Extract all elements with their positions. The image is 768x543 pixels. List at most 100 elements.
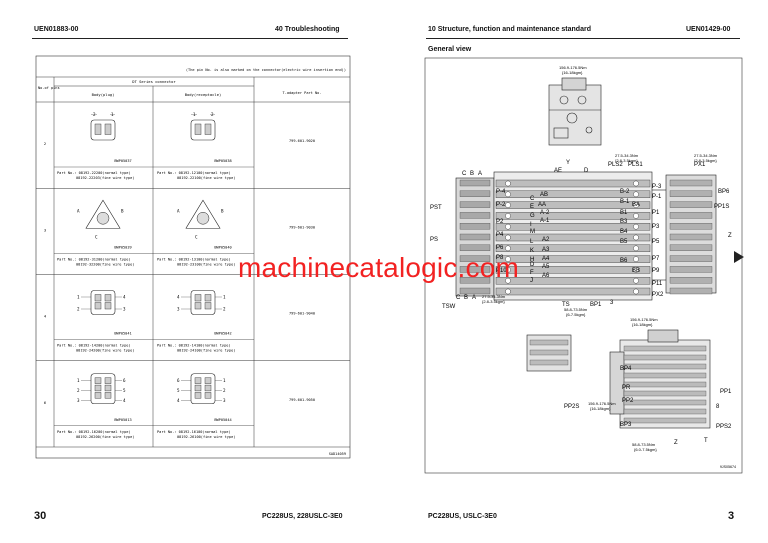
lower-band: [623, 408, 707, 415]
port-label: A2: [542, 237, 550, 243]
port-label: B4: [620, 229, 628, 235]
right-header-code: UEN01429-00: [686, 26, 731, 33]
pin-label: 4: [177, 398, 180, 403]
port-fitting: [633, 267, 639, 273]
right-section-band: [669, 190, 713, 197]
left-section-band: [459, 266, 491, 273]
connector-code: BWP05041: [114, 332, 131, 336]
left-section-band: [459, 233, 491, 241]
watermark: machinecatalogic.com: [238, 252, 520, 283]
port-label: D: [584, 168, 589, 174]
port-fitting: [633, 245, 639, 252]
port-label: TS: [562, 302, 570, 308]
connector-code: BWP05039: [114, 245, 131, 249]
torque-lr-1: 156.9-176.5Nm: [630, 317, 658, 322]
right-page: 10 Structure, function and maintenance s…: [384, 0, 768, 543]
right-page-number: 3: [728, 510, 735, 522]
port-label: A: [472, 295, 476, 301]
torque-botc-2: {6-7.5kgm}: [566, 312, 586, 317]
port-label: B: [464, 295, 468, 301]
left-section-band: [459, 201, 491, 208]
port-label: P9: [652, 268, 660, 274]
right-footer-model: PC228US, USLC-3E0: [428, 513, 497, 520]
right-header-rule: [426, 38, 740, 39]
port-label: C: [456, 295, 461, 301]
pin-label: A: [77, 208, 80, 213]
receptacle-part-normal: Part No.: 08192-13100(normal type): [157, 257, 231, 261]
lower-band: [623, 417, 707, 424]
port-label: P3: [652, 224, 660, 230]
spool-bands: [459, 179, 713, 296]
port-fitting: [505, 288, 511, 295]
port-fitting: [505, 267, 511, 273]
torque-midl-2: {2.8-3.5kgm}: [615, 158, 638, 163]
connector-code: BWP05042: [214, 332, 231, 336]
row-pin-count: 3: [44, 227, 46, 232]
pin-label: 4: [123, 295, 126, 300]
lower-band: [623, 381, 707, 388]
right-section-band: [669, 179, 713, 187]
lower-bands: [529, 339, 707, 424]
port-label: PP1: [720, 389, 732, 395]
port-label: P4: [496, 232, 504, 238]
z-arrow-icon: [734, 251, 744, 263]
port-label: PP2: [622, 398, 634, 404]
pin-label: 2: [223, 388, 226, 393]
receptacle-part-normal: Part No.: 08192-14100(normal type): [157, 344, 231, 348]
pin-label: B: [221, 208, 224, 213]
port-label: BB: [632, 268, 640, 274]
port-label: B6: [620, 258, 628, 264]
spool-band: [495, 201, 651, 209]
port-label: BA: [632, 202, 640, 208]
spool-band: [495, 244, 651, 253]
port-label: C: [530, 196, 535, 202]
port-label: I: [530, 222, 532, 228]
port-label: PS: [430, 237, 438, 243]
connector-code: BWP05037: [114, 159, 131, 163]
pin-label: 3: [77, 398, 80, 403]
left-header-rule: [32, 38, 348, 39]
port-fitting: [505, 223, 511, 230]
right-section-band: [669, 212, 713, 219]
row-adapter-part: 799-601-9020: [289, 139, 315, 143]
spool-band: [495, 212, 651, 220]
port-label: Z: [728, 233, 732, 239]
port-label: E: [530, 204, 534, 210]
port-label: J: [530, 278, 533, 284]
port-label: P2: [496, 219, 504, 225]
port-label: Y: [566, 160, 570, 166]
pin-label: 5: [177, 388, 180, 393]
pin-label: 4: [123, 398, 126, 403]
torque-midl-1: 27.5-34.3Nm: [615, 153, 639, 158]
right-section-band: [669, 201, 713, 208]
plug-part-fine: 08192-32200(fine wire type): [76, 262, 134, 266]
port-fitting: [633, 223, 639, 230]
port-label: AE: [554, 168, 562, 174]
pin-label: 5: [123, 388, 126, 393]
spool-band: [495, 222, 651, 231]
pin-label: 1: [77, 295, 80, 300]
row-adapter-part: 799-601-9030: [289, 225, 315, 229]
pin-label: 2: [93, 112, 96, 117]
pin-label: 2: [223, 307, 226, 312]
pin-label: 3: [177, 307, 180, 312]
plug-part-normal: Part No.: 08192-31200(normal type): [57, 257, 131, 261]
port-label: B3: [620, 219, 628, 225]
right-section-band: [669, 223, 713, 230]
torque-lb-2: {6.0-7.5kgm}: [634, 447, 657, 452]
spool-band: [495, 266, 651, 274]
port-label: P11: [652, 281, 663, 287]
torque-lm-2: {16-18kgm}: [590, 406, 611, 411]
port-label: 8: [716, 404, 720, 410]
port-fitting: [505, 180, 511, 187]
lower-left-band: [529, 359, 569, 366]
torque-botl-2: {2.8-3.5kgm}: [482, 299, 505, 304]
lower-band: [623, 363, 707, 370]
port-label: PPS2: [716, 424, 732, 430]
port-label: BP4: [620, 366, 632, 372]
pin-label: 1: [111, 112, 114, 117]
pin-label: B: [121, 208, 124, 213]
port-label: TSW: [442, 304, 456, 310]
